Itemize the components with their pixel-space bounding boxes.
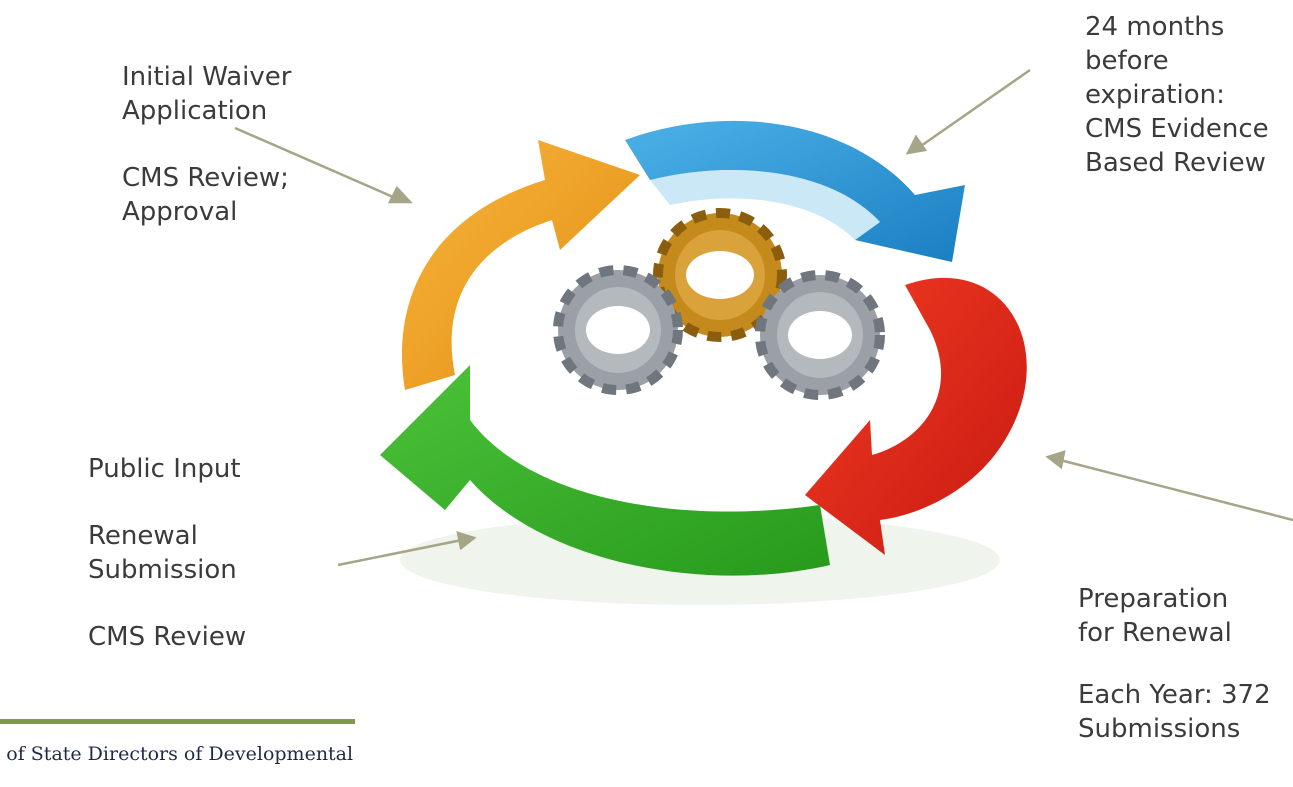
- pointer-top-right-arrowhead: [905, 134, 928, 155]
- organization-name: n of State Directors of Developmental: [0, 743, 354, 765]
- label-line: CMS Review;: [122, 163, 289, 193]
- red-cycle-arrow: [805, 277, 1027, 555]
- pointer-top-right: [917, 68, 1031, 150]
- label-line: for Renewal: [1078, 618, 1232, 648]
- label-line: Submission: [88, 555, 237, 585]
- gray-gear-right-icon: [755, 270, 885, 400]
- green-cycle-arrow: [380, 365, 830, 576]
- pointer-bottom-right-arrowhead: [1045, 450, 1066, 470]
- label-line: Approval: [122, 197, 238, 227]
- label-line: Application: [122, 96, 268, 126]
- label-line: CMS Review: [88, 622, 247, 652]
- blue-arrow-highlight: [650, 169, 880, 240]
- pointer-bottom-left-arrowhead: [456, 531, 477, 551]
- label-line: Public Input: [88, 454, 241, 484]
- pointer-top-left-arrowhead: [387, 185, 413, 204]
- gray-gear-left-icon: [553, 265, 683, 395]
- label-line: Each Year: 372: [1078, 680, 1271, 710]
- gold-gear-icon: [653, 208, 787, 342]
- blue-cycle-arrow: [625, 120, 965, 262]
- label-line: before: [1085, 46, 1169, 76]
- footer-accent-line: [0, 719, 355, 724]
- label-line: 24 months: [1085, 12, 1225, 42]
- label-line: Submissions: [1078, 714, 1241, 744]
- pointer-bottom-left: [337, 538, 463, 567]
- pointer-bottom-right: [1059, 458, 1293, 522]
- label-line: expiration:: [1085, 80, 1225, 110]
- orange-cycle-arrow: [401, 140, 640, 390]
- label-line: Initial Waiver: [122, 62, 292, 92]
- label-line: Based Review: [1085, 148, 1266, 178]
- label-initial-application: Initial Waiver Application CMS Review; A…: [122, 60, 291, 229]
- label-preparation-renewal: Preparation for Renewal Each Year: 372 S…: [1078, 582, 1271, 746]
- label-line: Renewal: [88, 521, 198, 551]
- label-public-input: Public Input Renewal Submission CMS Revi…: [88, 452, 246, 654]
- label-line: Preparation: [1078, 584, 1229, 614]
- label-evidence-review: 24 months before expiration: CMS Evidenc…: [1085, 10, 1269, 180]
- label-line: CMS Evidence: [1085, 114, 1269, 144]
- pointer-top-left: [234, 126, 401, 202]
